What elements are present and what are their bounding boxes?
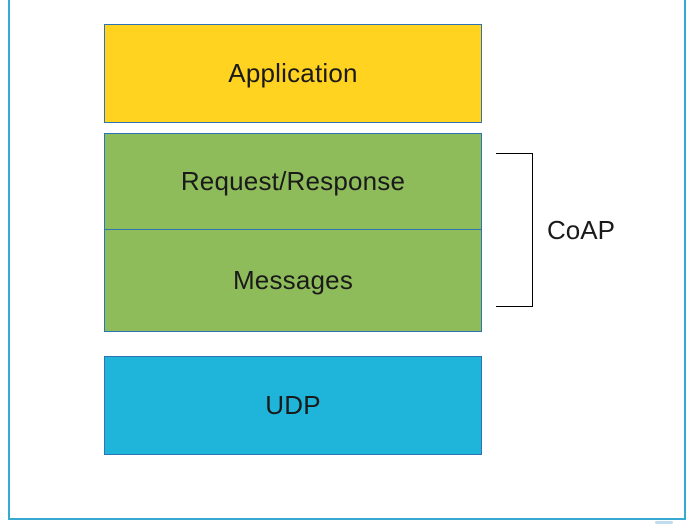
layer-group-coap: Request/Response Messages [104,133,482,332]
coap-bracket-label: CoAP [547,215,615,245]
layer-udp: UDP [104,356,482,455]
layer-application: Application [104,24,482,123]
page-frame-right-border [684,0,686,519]
page-frame-bottom-border [8,518,686,520]
coap-bracket [496,153,533,307]
page-frame-left-border [8,0,10,519]
layer-messages-label: Messages [232,264,354,295]
edge-artifact [655,521,673,524]
layer-messages: Messages [105,229,481,330]
layer-request-response: Request/Response [105,134,481,229]
layer-udp-label: UDP [265,390,321,420]
layer-application-label: Application [228,58,358,88]
layer-request-response-label: Request/Response [180,166,406,196]
